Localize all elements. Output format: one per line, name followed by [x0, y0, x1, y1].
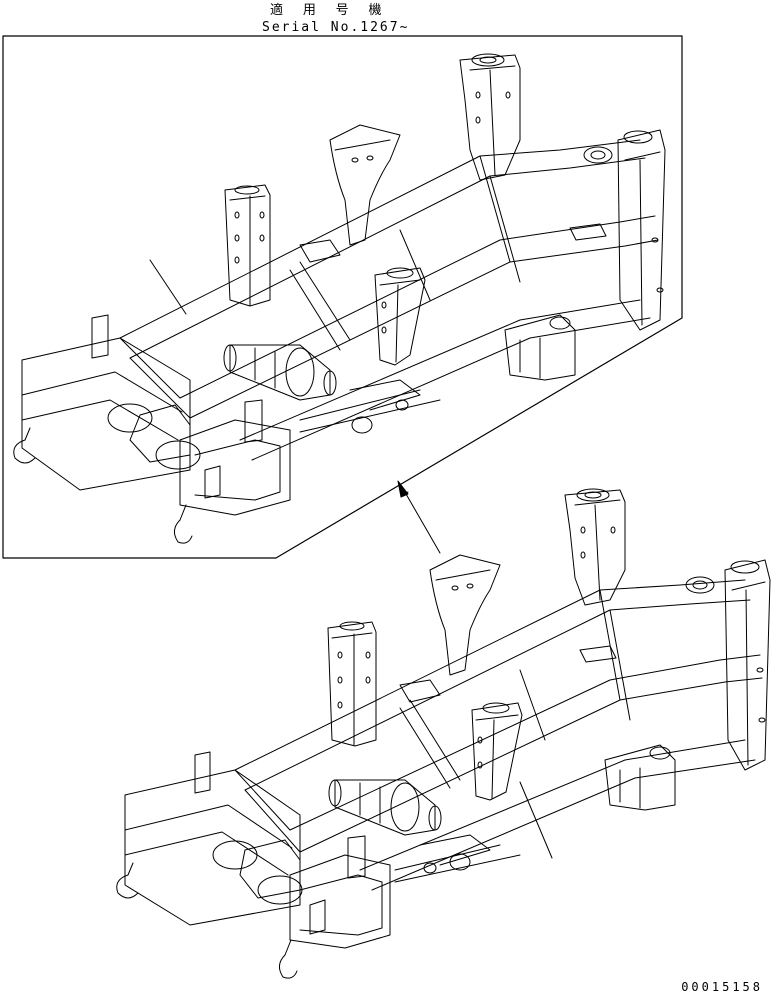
- applicable-models-label: 適 用 号 機: [270, 3, 388, 18]
- upper-actuator-cylinder: [224, 345, 336, 400]
- upper-leader-line: [150, 260, 186, 314]
- applicability-caption: 適 用 号 機 Serial No.1267~: [262, 2, 412, 36]
- reference-arrow: [398, 481, 440, 553]
- document-number: 00015158: [681, 980, 763, 994]
- serial-range-label: Serial No.1267~: [262, 20, 410, 35]
- lower-main-frame: [117, 489, 770, 978]
- lower-actuator-cylinder: [329, 780, 441, 835]
- lower-leader-line: [520, 782, 552, 858]
- detail-inset-border: [3, 36, 682, 558]
- upper-main-frame: [14, 54, 665, 543]
